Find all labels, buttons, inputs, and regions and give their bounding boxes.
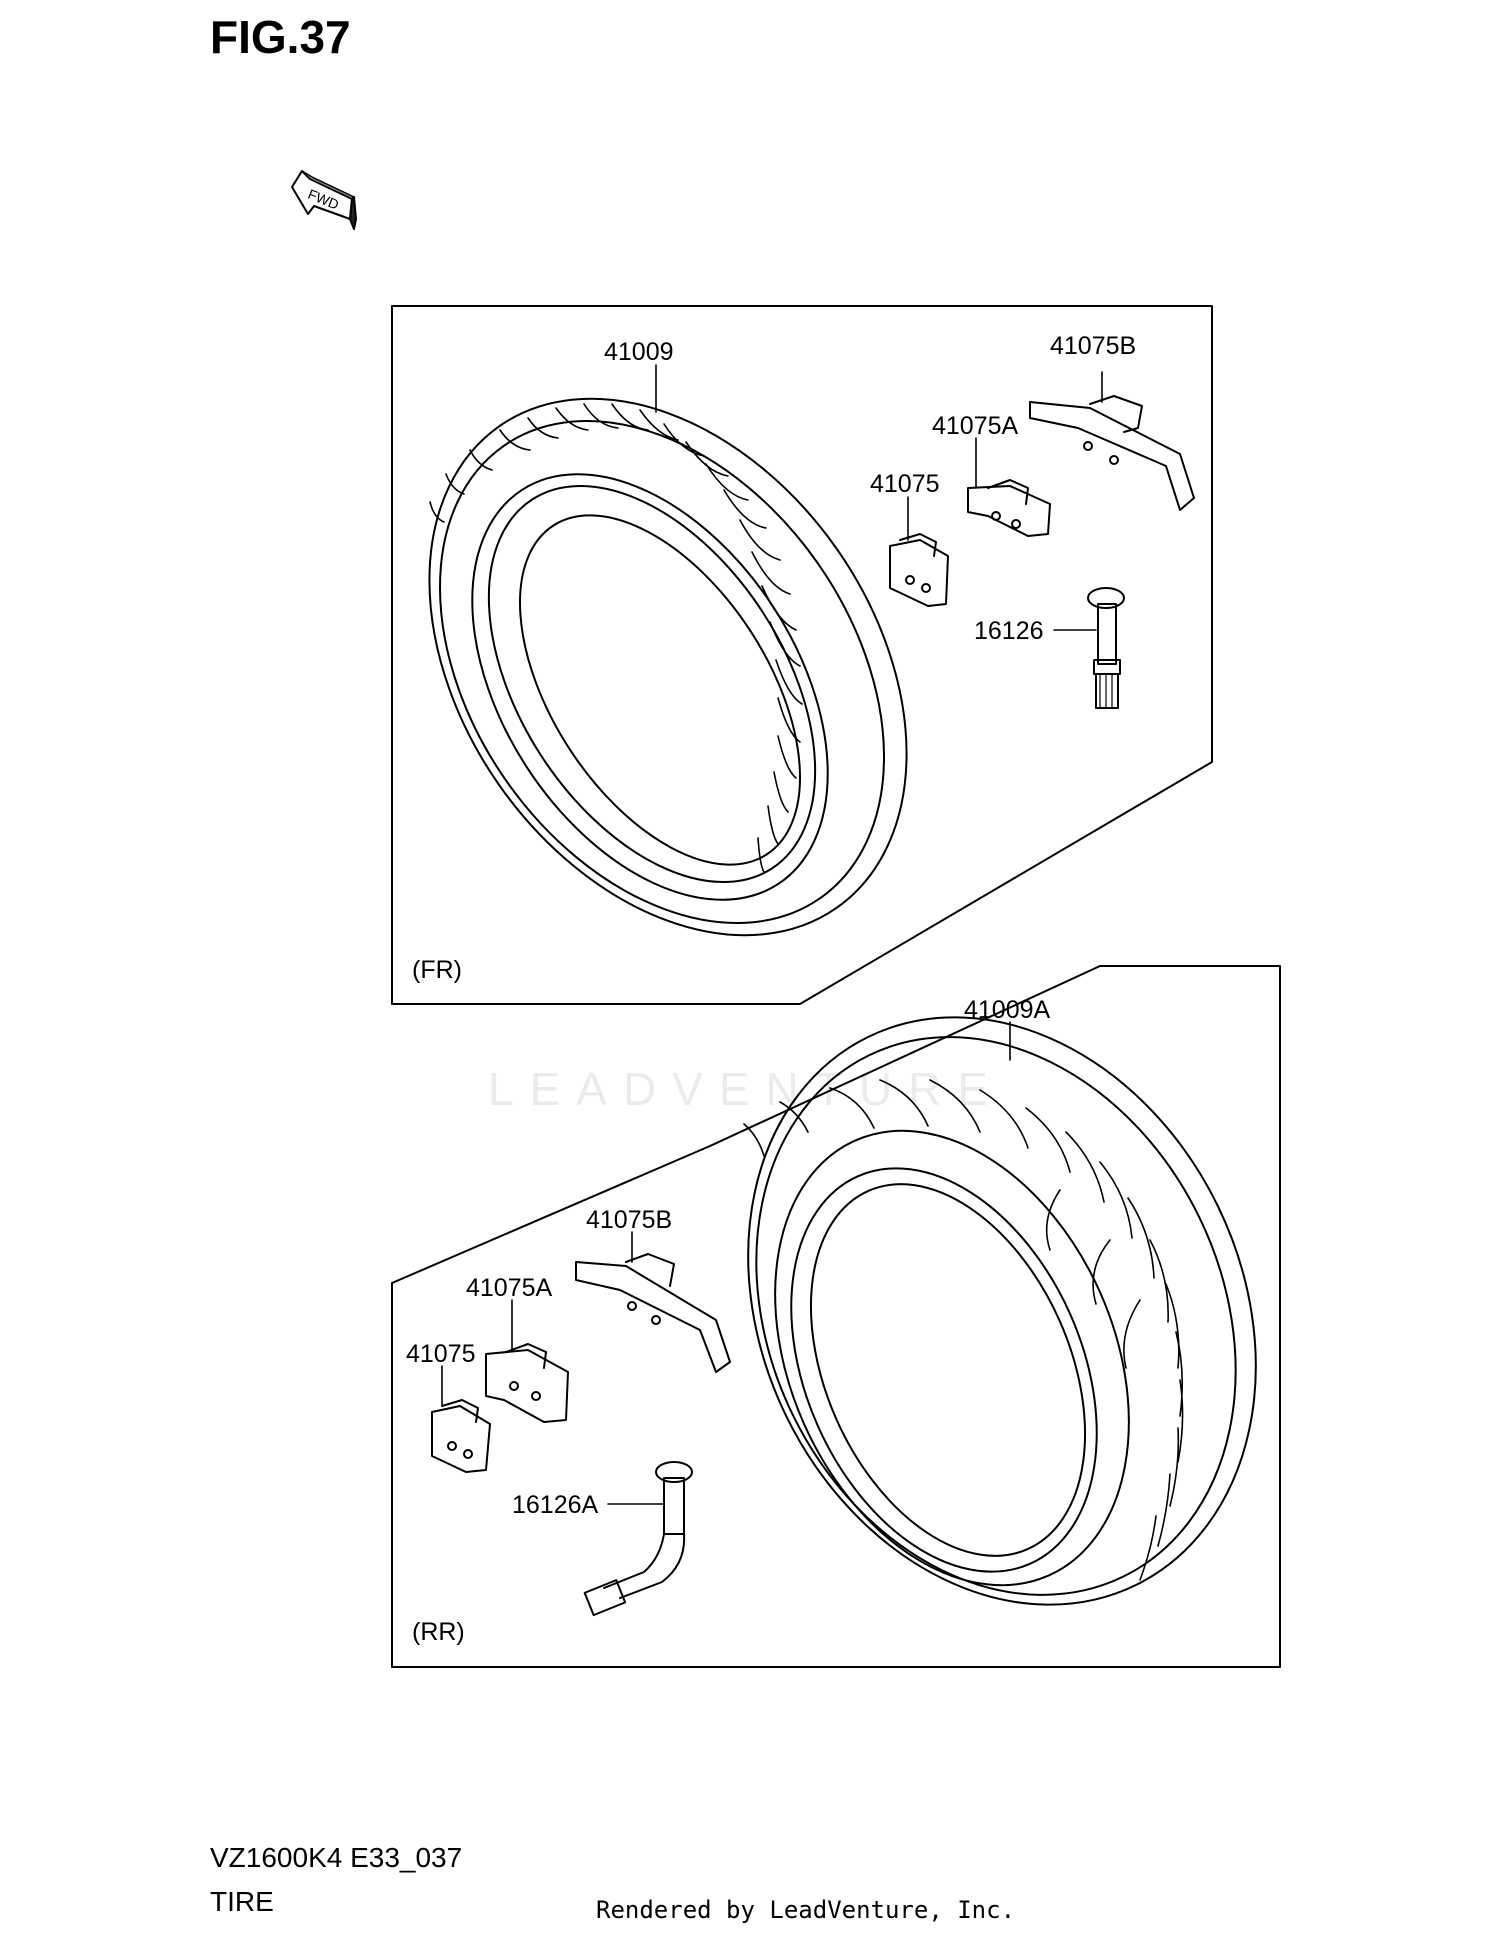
- label-rear-16126A: 16126A: [512, 1491, 599, 1519]
- label-rear-41075A: 41075A: [466, 1274, 553, 1302]
- fwd-arrow-icon: FWD: [291, 170, 357, 230]
- figure-name: TIRE: [210, 1886, 274, 1917]
- front-panel-border: [391, 305, 1213, 1005]
- rear-panel-tag: (RR): [412, 1618, 465, 1646]
- front-weight-41075B: [1029, 395, 1195, 511]
- label-front-41009: 41009: [604, 338, 674, 366]
- label-front-41075B: 41075B: [1050, 332, 1136, 360]
- label-front-16126: 16126: [974, 617, 1044, 645]
- label-rear-41075B: 41075B: [586, 1206, 672, 1234]
- label-rear-41075: 41075: [406, 1340, 476, 1368]
- label-front-41075: 41075: [870, 470, 940, 498]
- rear-valve-16126A: [583, 1461, 693, 1617]
- leader-lines: [441, 364, 1103, 1505]
- watermark-logo: LEADVENTURE: [488, 1063, 1004, 1115]
- rear-weight-41075: [431, 1399, 491, 1473]
- rear-weight-41075B: [575, 1253, 731, 1373]
- front-tire: [428, 397, 908, 937]
- front-panel-tag: (FR): [412, 956, 462, 984]
- label-rear-41009A: 41009A: [964, 996, 1051, 1024]
- rear-panel-border: [391, 965, 1281, 1668]
- figure-title: FIG.37: [210, 11, 351, 63]
- figure-code: VZ1600K4 E33_037: [210, 1842, 463, 1873]
- render-credit: Rendered by LeadVenture, Inc.: [596, 1896, 1016, 1924]
- rear-tire: [743, 1016, 1257, 1606]
- label-front-41075A: 41075A: [932, 412, 1019, 440]
- front-valve-16126: [1087, 587, 1125, 709]
- rear-weight-41075A: [485, 1343, 569, 1423]
- front-weight-41075: [889, 533, 949, 607]
- front-weight-41075A: [967, 479, 1051, 537]
